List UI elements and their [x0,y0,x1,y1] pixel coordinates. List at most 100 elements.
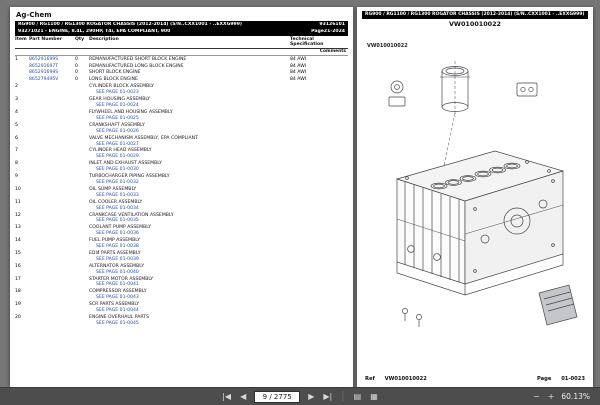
document-page-left: Ag-Chem RG900 / RG1100 / RG1300 ROGATOR … [10,7,353,387]
row-qty [75,148,89,160]
row-see-page-link[interactable]: SEE PAGE 01-0024 [96,103,139,109]
row-part-number-link [29,84,75,96]
row-description-text: FLYWHEEL AND HOUSING ASSEMBLY [89,110,173,115]
row-part-number-link [29,123,75,135]
last-page-button[interactable]: ▶| [323,391,333,401]
row-item-number: 20 [15,315,21,320]
row-see-page-link[interactable]: SEE PAGE 01-0029 [96,154,139,160]
col-description: Description [89,37,119,42]
row-qty [75,213,89,225]
row-technical-spec [290,123,348,135]
row-item-number: 1 [15,57,18,62]
row-item-number: 14 [15,238,21,244]
row-technical-spec: 84 AWI [290,63,307,69]
row-qty [75,277,89,289]
row-part-number-link[interactable]: 865279495V [29,76,59,82]
row-qty: 0 [75,63,78,69]
row-description-text: ENGINE OVERHAUL PARTS [89,315,150,320]
row-description-text: STARTER MOTOR ASSEMBLY [89,276,154,282]
row-item-number: 6 [15,135,18,141]
row-description: LONG BLOCK ENGINE [89,77,290,84]
engine-block-front-face [396,178,466,285]
row-part-number-link[interactable]: 865291697T [29,63,59,69]
row-see-page-link[interactable]: SEE PAGE 01-0033 [96,192,139,198]
row-see-page-link[interactable]: SEE PAGE 01-0034 [96,205,139,211]
row-see-page-link[interactable]: SEE PAGE 01-0044 [96,308,139,314]
row-part-number-link [29,161,75,173]
row-item-number: 5 [15,122,18,128]
thumbnails-icon[interactable]: ▤ [353,391,362,401]
row-part-number-link[interactable]: 865291699S [29,70,59,76]
row-technical-spec [290,110,348,122]
row-description-text: REMANUFACTURED LONG BLOCK ENGINE [89,63,184,69]
row-see-page-link[interactable]: SEE PAGE 01-0027 [96,141,139,147]
row-see-page-link[interactable]: SEE PAGE 01-0039 [96,256,139,262]
row-qty [75,123,89,135]
left-header-code: 93126101 [319,22,345,27]
row-description: REMANUFACTURED LONG BLOCK ENGINE [89,64,290,71]
row-see-page-link[interactable]: SEE PAGE 01-0041 [96,282,139,288]
document-page-right: RG900 / RG1100 / RG1300 ROGATOR CHASSIS … [357,7,593,387]
engine-block-diagram [388,61,578,327]
row-technical-spec [290,187,348,199]
row-description-text: SHORT BLOCK ENGINE [89,70,141,76]
fit-page-icon[interactable]: ▦ [370,391,378,401]
row-see-page-link[interactable]: SEE PAGE 01-0026 [96,128,139,134]
row-see-page-link[interactable]: SEE PAGE 01-0030 [96,167,139,173]
row-see-page-link[interactable]: SEE PAGE 01-0035 [96,218,139,224]
row-part-number-link [29,277,75,289]
row-qty [75,84,89,96]
zoom-level-value[interactable]: 60.13% [561,392,590,401]
ref-value: VW010010022 [384,376,427,382]
previous-page-button[interactable]: ◀ [240,391,247,401]
row-qty: 0 [75,57,78,62]
row-item-number: 17 [15,276,21,282]
row-see-page-link[interactable]: SEE PAGE 01-0040 [96,269,139,275]
row-item-number: 15 [15,250,21,256]
row-item-number: 10 [15,186,21,192]
viewer-toolbar: |◀ ◀ 9 / 2775 ▶ ▶| │ ▤ ▦ − + 60.13% [0,387,600,405]
left-header-bar: RG900 / RG1100 / RG1300 ROGATOR CHASSIS … [15,21,348,36]
row-part-number-link[interactable]: 865291699S [29,57,59,62]
row-item-number: 9 [15,174,18,180]
row-part-number-link [29,213,75,225]
row-technical-spec [290,264,348,276]
row-see-page-link[interactable]: SEE PAGE 01-0036 [96,231,139,237]
table-row: 865291697T 0 REMANUFACTURED LONG BLOCK ENG… [15,64,348,71]
col-qty: Qty [75,37,85,42]
row-description-text: EDI4 PARTS ASSEMBLY [89,250,141,256]
next-page-button[interactable]: ▶ [308,391,315,401]
row-technical-spec [290,289,348,301]
page-number-input[interactable]: 9 / 2775 [254,390,301,403]
row-qty [75,264,89,276]
right-page-footer: Ref VW010010022 Page 01-0023 [357,376,593,382]
row-item-number: 11 [15,199,21,205]
row-see-page-link[interactable]: SEE PAGE 01-0032 [96,179,139,185]
row-part-number-link [29,238,75,250]
zoom-in-button[interactable]: + [547,391,555,401]
row-description-text: VALVE MECHANISM ASSEMBLY, EPA COMPLIANT [89,135,198,141]
row-see-page-link[interactable]: SEE PAGE 01-0023 [96,90,139,96]
row-item-number: 7 [15,148,18,154]
row-see-page-link[interactable]: SEE PAGE 01-0038 [96,244,139,250]
row-see-page-link[interactable]: SEE PAGE 01-0043 [96,295,139,301]
row-see-page-link[interactable]: SEE PAGE 01-0045 [96,320,139,326]
left-header-subtitle: 93271021 - ENGINE, 8.4L, 290HP, T4i, EPA… [18,28,171,34]
zoom-out-button[interactable]: − [532,391,540,401]
col-part-number: Part Number [29,37,62,42]
right-header-bar: RG900 / RG1100 / RG1300 ROGATOR CHASSIS … [362,11,588,19]
row-see-page-link[interactable]: SEE PAGE 01-0025 [96,115,139,121]
first-page-button[interactable]: |◀ [222,391,232,401]
row-item-number: 2 [15,84,18,90]
